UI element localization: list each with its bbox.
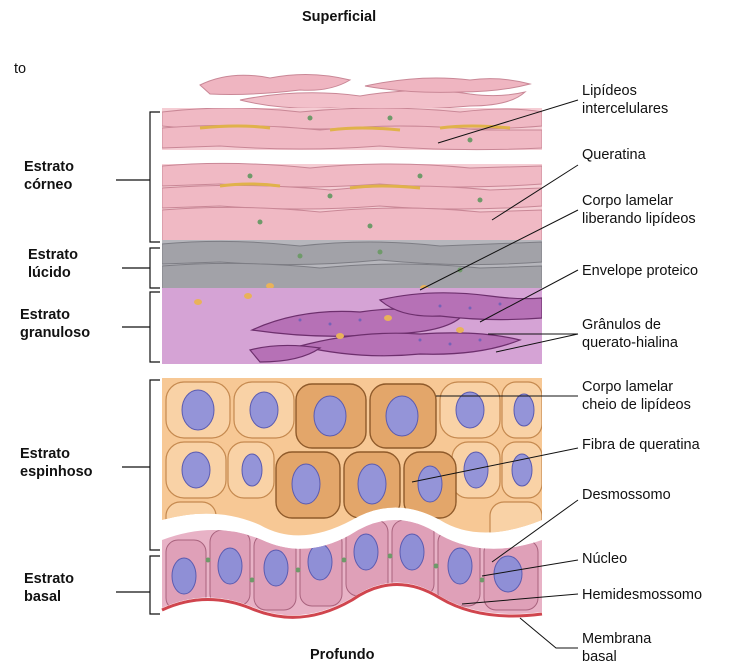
- callout-membrana-basal: Membrana basal: [582, 630, 651, 666]
- stratum-spinosum-art: [162, 378, 542, 548]
- callout-corpo-lamelar-liberando-line2: liberando lipídeos: [582, 210, 696, 228]
- label-estrato-corneo: Estrato córneo: [24, 158, 74, 194]
- label-estrato-lucido-line2: lúcido: [28, 264, 78, 282]
- callout-lipideos-line1: Lipídeos: [582, 82, 668, 100]
- label-estrato-corneo-line2: córneo: [24, 176, 74, 194]
- callout-corpo-lamelar-liberando-line1: Corpo lamelar: [582, 192, 696, 210]
- label-estrato-lucido-line1: Estrato: [28, 246, 78, 264]
- label-estrato-basal-line1: Estrato: [24, 570, 74, 588]
- label-estrato-corneo-line1: Estrato: [24, 158, 74, 176]
- corner-text: to: [14, 60, 26, 78]
- callout-corpo-lamelar-cheio: Corpo lamelar cheio de lipídeos: [582, 378, 691, 414]
- label-estrato-basal: Estrato basal: [24, 570, 74, 606]
- label-estrato-granuloso-line1: Estrato: [20, 306, 90, 324]
- callout-lipideos-intercelulares: Lipídeos intercelulares: [582, 82, 668, 118]
- corneum-flakes: [200, 74, 530, 109]
- callout-granulos-line2: querato-hialina: [582, 334, 678, 352]
- callout-envelope-proteico: Envelope proteico: [582, 262, 698, 280]
- callout-membrana-line1: Membrana: [582, 630, 651, 648]
- callout-lipideos-line2: intercelulares: [582, 100, 668, 118]
- callout-corpo-lamelar-liberando: Corpo lamelar liberando lipídeos: [582, 192, 696, 228]
- label-estrato-espinhoso-line2: espinhoso: [20, 463, 93, 481]
- strata-brackets: [116, 112, 160, 614]
- callout-queratina: Queratina: [582, 146, 646, 164]
- callout-nucleo: Núcleo: [582, 550, 627, 568]
- callout-desmossomo: Desmossomo: [582, 486, 671, 504]
- stratum-corneum-art: [162, 96, 542, 245]
- stratum-granulosum-art: [162, 288, 542, 364]
- label-estrato-granuloso: Estrato granuloso: [20, 306, 90, 342]
- callout-granulos-querato-hialina: Grânulos de querato-hialina: [582, 316, 678, 352]
- callout-hemidesmossomo: Hemidesmossomo: [582, 586, 702, 604]
- callout-granulos-line1: Grânulos de: [582, 316, 678, 334]
- title-superficial: Superficial: [302, 8, 376, 26]
- label-estrato-basal-line2: basal: [24, 588, 74, 606]
- callout-fibra-de-queratina: Fibra de queratina: [582, 436, 700, 454]
- title-profundo: Profundo: [310, 646, 374, 664]
- label-estrato-granuloso-line2: granuloso: [20, 324, 90, 342]
- label-estrato-espinhoso: Estrato espinhoso: [20, 445, 93, 481]
- callout-corpo-lamelar-cheio-line1: Corpo lamelar: [582, 378, 691, 396]
- label-estrato-espinhoso-line1: Estrato: [20, 445, 93, 463]
- stratum-lucidum-art: [162, 240, 542, 292]
- callout-membrana-line2: basal: [582, 648, 651, 666]
- label-estrato-lucido: Estrato lúcido: [28, 246, 78, 282]
- callout-corpo-lamelar-cheio-line2: cheio de lipídeos: [582, 396, 691, 414]
